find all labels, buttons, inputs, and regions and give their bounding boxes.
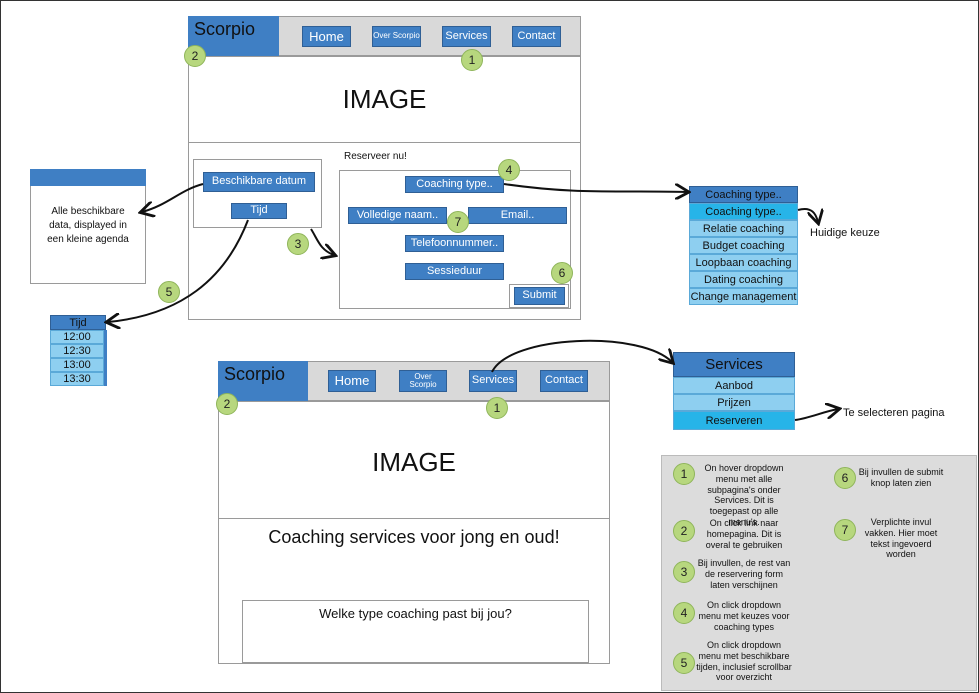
- time-option[interactable]: 13:30: [50, 372, 104, 386]
- bottom-nav-services[interactable]: Services: [469, 370, 517, 392]
- bottom-nav-contact[interactable]: Contact: [540, 370, 588, 392]
- calendar-header: [30, 169, 146, 186]
- marker-2-top: 2: [184, 45, 206, 67]
- duration-field[interactable]: Sessieduur: [405, 263, 504, 280]
- time-option[interactable]: 12:30: [50, 344, 104, 358]
- question-box: [242, 600, 589, 663]
- reserve-title: Reserveer nu!: [344, 151, 407, 162]
- top-nav-home[interactable]: Home: [302, 26, 351, 47]
- legend-text-7: Verplichte invul vakken. Hier moet tekst…: [864, 517, 938, 560]
- marker-1-top: 1: [461, 49, 483, 71]
- top-nav-contact[interactable]: Contact: [512, 26, 561, 47]
- legend-text-6: Bij invullen de submit knop laten zien: [858, 467, 944, 488]
- time-option[interactable]: 12:00: [50, 330, 104, 344]
- date-button[interactable]: Beschikbare datum: [203, 172, 315, 192]
- bottom-headline: Coaching services voor jong en oud!: [268, 527, 560, 547]
- marker-3: 3: [287, 233, 309, 255]
- time-button[interactable]: Tijd: [231, 203, 287, 219]
- legend-marker-3: 3: [673, 561, 695, 583]
- bottom-nav-home[interactable]: Home: [328, 370, 376, 392]
- legend-text-5: On click dropdown menu met beschikbare t…: [696, 640, 792, 683]
- time-option[interactable]: 13:00: [50, 358, 104, 372]
- services-option[interactable]: Prijzen: [673, 394, 795, 411]
- services-dropdown-header: Services: [673, 352, 795, 377]
- coaching-option[interactable]: Dating coaching: [689, 271, 798, 288]
- coaching-option-selected[interactable]: Coaching type..: [689, 203, 798, 220]
- bottom-question: Welke type coaching past bij jou?: [319, 606, 512, 621]
- legend-text-2: On click link naar homepagina. Dit is ov…: [705, 518, 783, 550]
- bottom-image-area: [218, 401, 610, 519]
- legend-marker-2: 2: [673, 520, 695, 542]
- marker-4: 4: [498, 159, 520, 181]
- time-dropdown-header: Tijd: [50, 315, 106, 330]
- marker-2-bottom: 2: [216, 393, 238, 415]
- bottom-nav-over[interactable]: Over Scorpio: [399, 370, 447, 392]
- marker-1-bottom: 1: [486, 397, 508, 419]
- services-option-selected[interactable]: Reserveren: [673, 411, 795, 430]
- legend-panel: [661, 455, 977, 691]
- calendar-text: Alle beschikbare data, displayed in een …: [47, 206, 129, 245]
- coaching-option[interactable]: Change management: [689, 288, 798, 305]
- coaching-type-select[interactable]: Coaching type..: [405, 176, 504, 193]
- marker-5: 5: [158, 281, 180, 303]
- full-name-field[interactable]: Volledige naam..: [348, 207, 447, 224]
- top-logo[interactable]: Scorpio: [188, 16, 279, 56]
- top-image-area: [188, 56, 581, 143]
- legend-marker-7: 7: [834, 519, 856, 541]
- legend-text-1: On hover dropdown menu met alle subpagin…: [704, 463, 784, 527]
- coaching-option[interactable]: Loopbaan coaching: [689, 254, 798, 271]
- coaching-dropdown-header: Coaching type..: [689, 186, 798, 203]
- legend-text-3: Bij invullen, de rest van de reservering…: [697, 558, 791, 590]
- coaching-option[interactable]: Budget coaching: [689, 237, 798, 254]
- legend-marker-1: 1: [673, 463, 695, 485]
- email-field[interactable]: Email..: [468, 207, 567, 224]
- marker-6: 6: [551, 262, 573, 284]
- current-choice-note: Huidige keuze: [810, 227, 880, 239]
- legend-marker-4: 4: [673, 602, 695, 624]
- coaching-option[interactable]: Relatie coaching: [689, 220, 798, 237]
- top-nav-over[interactable]: Over Scorpio: [372, 26, 421, 47]
- legend-marker-5: 5: [673, 652, 695, 674]
- services-option[interactable]: Aanbod: [673, 377, 795, 394]
- bottom-image-label: IMAGE: [372, 447, 456, 477]
- marker-7: 7: [447, 211, 469, 233]
- top-image-label: IMAGE: [342, 84, 427, 114]
- top-nav-services[interactable]: Services: [442, 26, 491, 47]
- time-scrollbar[interactable]: [104, 330, 107, 386]
- submit-button[interactable]: Submit: [514, 287, 565, 305]
- legend-text-4: On click dropdown menu met keuzes voor c…: [698, 600, 790, 632]
- phone-field[interactable]: Telefoonnummer..: [405, 235, 504, 252]
- legend-marker-6: 6: [834, 467, 856, 489]
- selected-page-note: Te selecteren pagina: [843, 407, 945, 419]
